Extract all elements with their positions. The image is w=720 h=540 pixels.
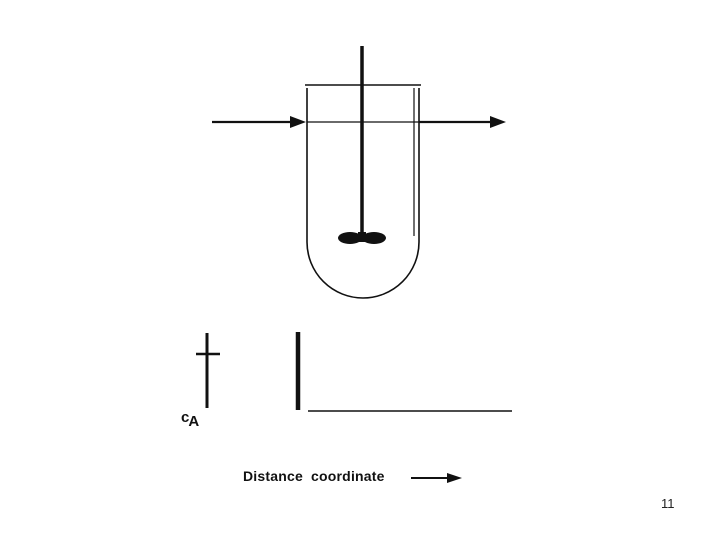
- outlet-arrow-icon: [490, 116, 506, 128]
- inlet-arrow-icon: [290, 116, 306, 128]
- ca-label: cA: [181, 409, 199, 430]
- distance-arrow-icon: [447, 473, 462, 483]
- reactor-vessel: [306, 88, 420, 299]
- distance-coordinate-label: Distance coordinate: [243, 468, 385, 484]
- impeller-icon: [338, 232, 386, 244]
- ca-label-main: c: [181, 409, 189, 426]
- slide-number: 11: [661, 496, 675, 511]
- ca-label-subscript: A: [188, 413, 199, 430]
